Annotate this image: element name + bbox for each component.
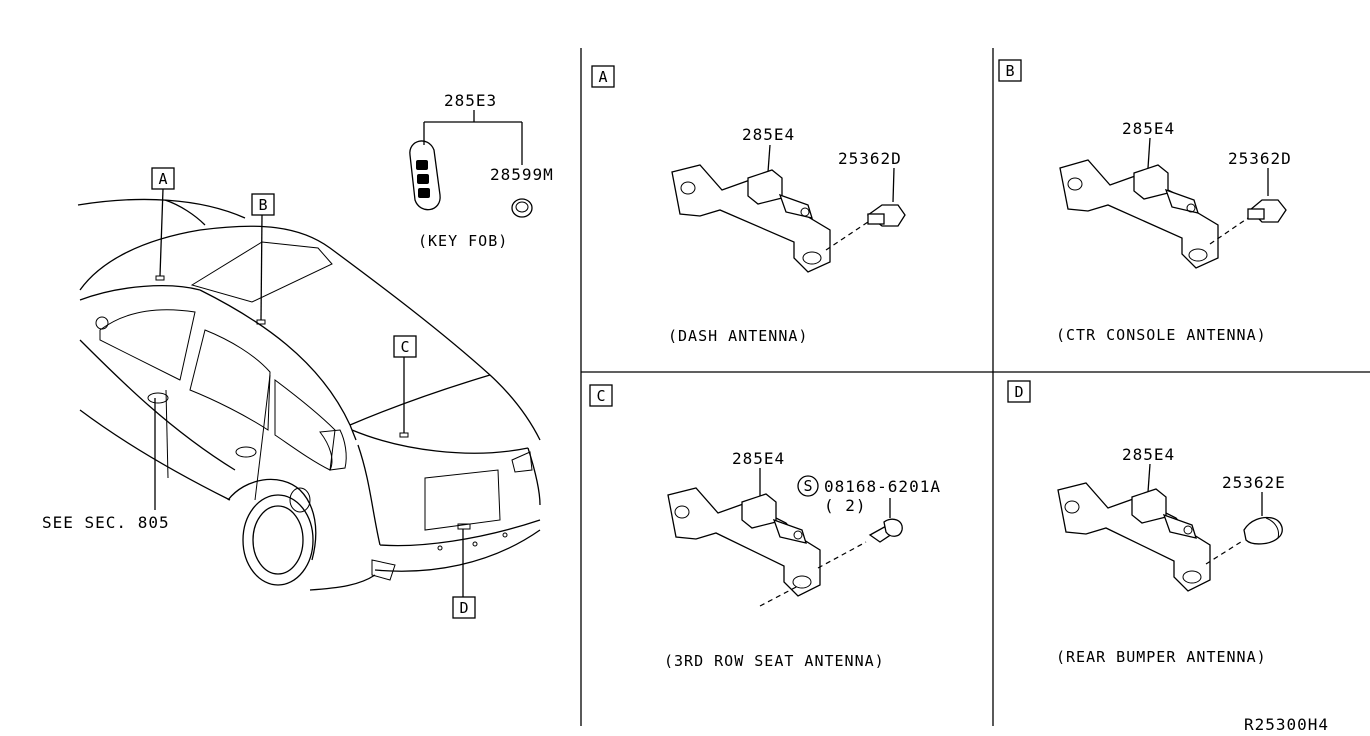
panel-a-letter: A <box>598 68 607 86</box>
callout-d: D <box>452 529 476 619</box>
callout-a: A <box>151 167 175 277</box>
key-fob-caption: (KEY FOB) <box>418 232 508 250</box>
panel-d-caption: (REAR BUMPER ANTENNA) <box>1056 648 1267 666</box>
key-fob-group: 285E3 28599M (KEY FOB) <box>409 91 554 250</box>
panel-b: B 285E4 25362D (CTR CONSOLE ANTENNA) <box>998 59 1292 344</box>
key-fob-part-label: 285E3 <box>444 91 497 110</box>
see-sec-label: SEE SEC. 805 <box>42 513 170 532</box>
callout-b-letter: B <box>258 196 267 214</box>
panel-a-bracket-icon <box>671 164 831 273</box>
battery-part-label: 28599M <box>490 165 554 184</box>
diagram-id: R25300H4 <box>1244 715 1329 734</box>
panel-c-bracket-label: 285E4 <box>732 449 785 468</box>
panel-d-letter: D <box>1014 383 1023 401</box>
panel-c-bracket-icon <box>667 487 821 597</box>
panel-c-symbol: S <box>803 477 812 495</box>
panel-b-letter: B <box>1005 62 1014 80</box>
panel-a-fastener-label: 25362D <box>838 149 902 168</box>
panel-b-bracket-icon <box>1059 159 1219 269</box>
panel-c-fastener-qty: ( 2) <box>824 496 867 515</box>
panel-d: D 285E4 25362E (REAR BUMPER ANTENNA) <box>1007 380 1286 666</box>
callout-d-letter: D <box>459 599 468 617</box>
panel-b-bolt-icon <box>1247 199 1287 223</box>
key-fob-icon <box>409 140 441 211</box>
panel-c-screw-icon <box>868 518 903 543</box>
panel-c-caption: (3RD ROW SEAT ANTENNA) <box>664 652 885 670</box>
callout-c-letter: C <box>400 338 409 356</box>
panel-b-fastener-label: 25362D <box>1228 149 1292 168</box>
panel-b-caption: (CTR CONSOLE ANTENNA) <box>1056 326 1267 344</box>
panel-d-clip-icon <box>1243 516 1283 545</box>
panel-c: C 285E4 S 08168-6201A ( 2) (3RD ROW SEAT… <box>589 384 941 670</box>
panel-d-bracket-label: 285E4 <box>1122 445 1175 464</box>
panel-c-symbol-circle <box>797 475 819 497</box>
callout-c: C <box>393 335 417 433</box>
panel-d-fastener-label: 25362E <box>1222 473 1286 492</box>
panel-b-bracket-label: 285E4 <box>1122 119 1175 138</box>
panel-d-bracket-icon <box>1057 482 1211 592</box>
panel-a-caption: (DASH ANTENNA) <box>668 327 808 345</box>
panel-a-bolt-icon <box>866 204 906 227</box>
vehicle-illustration <box>77 198 541 591</box>
see-sec-callout: SEE SEC. 805 <box>42 398 170 532</box>
panel-c-letter: C <box>596 387 605 405</box>
panel-a-bracket-label: 285E4 <box>742 125 795 144</box>
panel-c-fastener-label: 08168-6201A <box>824 477 941 496</box>
panel-a: A 285E4 25362D (DASH ANTENNA) <box>591 65 906 345</box>
panel-grid <box>580 48 1370 726</box>
callout-b: B <box>251 193 275 321</box>
callout-a-letter: A <box>158 170 167 188</box>
battery-icon <box>511 198 533 218</box>
